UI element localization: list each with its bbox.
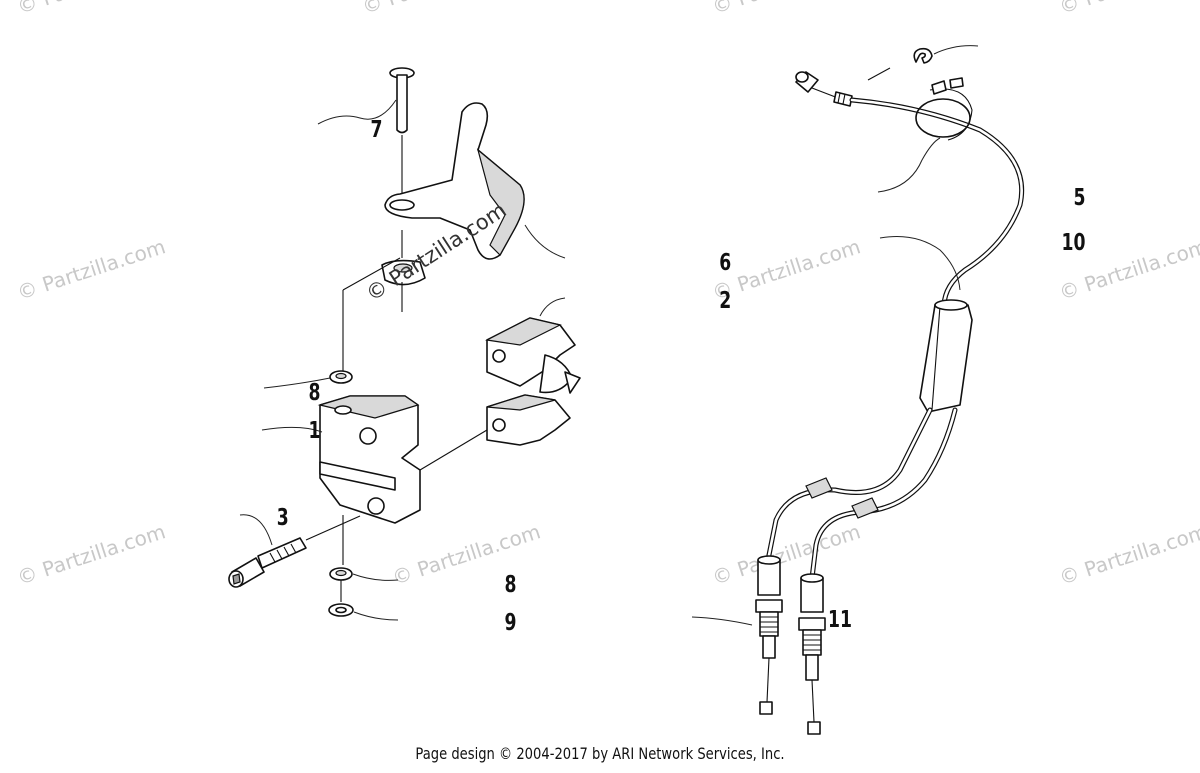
- watermark: © Partzilla.com: [709, 234, 863, 305]
- copyright-footer: Page design © 2004-2017 by ARI Network S…: [415, 744, 785, 763]
- callout-2: 2: [719, 287, 731, 314]
- washer-part-8-lower: [329, 567, 353, 602]
- callout-5: 5: [1073, 184, 1085, 211]
- watermark-group: © Partzilla.com © Partzilla.com © Partzi…: [14, 0, 1200, 590]
- clamp-body-part-1: [317, 395, 488, 524]
- cable-tie-part-5: [915, 77, 973, 141]
- callout-9: 9: [504, 609, 516, 636]
- watermark: © Partzilla.com: [14, 0, 168, 19]
- watermark: © Partzilla.com: [709, 0, 863, 19]
- callout-1: 1: [308, 417, 320, 444]
- callout-10: 10: [1061, 229, 1085, 256]
- guide-line: [342, 257, 401, 291]
- callout-3: 3: [277, 504, 289, 531]
- callout-7: 7: [370, 116, 382, 143]
- leader-lines-left: [239, 99, 566, 621]
- clamp-half-part-2: [485, 317, 581, 446]
- adjuster-part-11-left: [755, 555, 783, 715]
- leader-lines-right: [691, 45, 979, 626]
- watermark: © Partzilla.com: [1056, 519, 1200, 590]
- washer-part-9: [328, 603, 354, 617]
- watermark: © Partzilla.com: [359, 0, 513, 19]
- watermark: © Partzilla.com: [14, 234, 168, 305]
- callout-8-lower: 8: [504, 571, 516, 598]
- cable-part-10: [765, 97, 1025, 581]
- callout-11: 11: [828, 606, 852, 633]
- callout-6: 6: [719, 249, 731, 276]
- callout-labels: 7 6 2 8 1 3 8 9 4 5 10 11: [277, 116, 1086, 636]
- screw-part-3: [228, 515, 361, 588]
- pin-part-7: [389, 67, 415, 205]
- watermark: © Partzilla.com: [14, 519, 168, 590]
- throttle-lever-part-6: [381, 102, 525, 312]
- watermark: © Partzilla.com: [389, 519, 543, 590]
- watermark: © Partzilla.com: [1056, 0, 1200, 19]
- adjuster-part-11-right: [798, 573, 826, 735]
- cable-end-part-4: [795, 47, 933, 107]
- watermark: © Partzilla.com: [709, 519, 863, 590]
- washer-part-8-upper: [329, 370, 353, 384]
- callout-8-upper: 8: [308, 379, 320, 406]
